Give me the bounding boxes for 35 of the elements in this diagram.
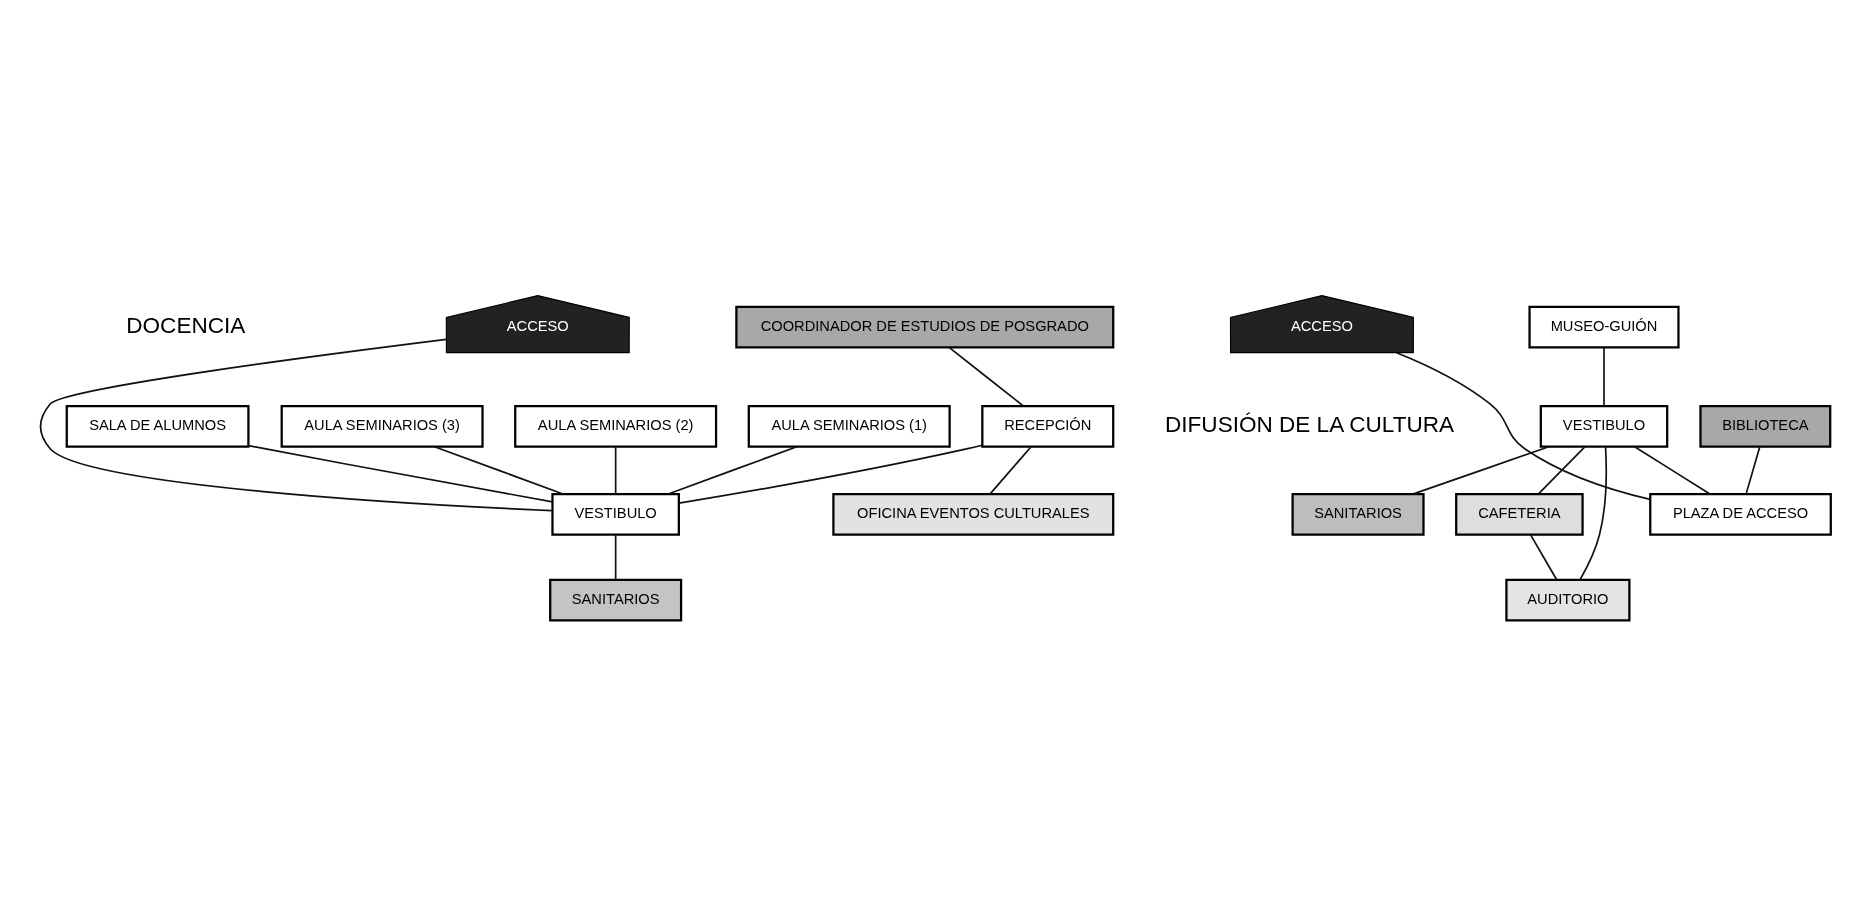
node-box: MUSEO-GUIÓN — [1528, 305, 1680, 349]
node-box: AUDITORIO — [1505, 578, 1631, 622]
connector — [1603, 347, 1605, 407]
node-box: BIBLIOTECA — [1699, 404, 1832, 448]
label: DIFUSIÓN DE LA CULTURA — [1165, 412, 1455, 438]
connector — [989, 446, 1032, 495]
connector — [667, 445, 798, 495]
connector — [614, 534, 617, 581]
node-box: AULA SEMINARIOS (1) — [747, 404, 951, 448]
node-box: SANITARIOS — [549, 578, 683, 622]
node-box: VESTIBULO — [551, 492, 680, 536]
connector — [1395, 351, 1651, 501]
connector — [247, 444, 554, 503]
node-box: CAFETERIA — [1455, 492, 1584, 536]
connector — [1412, 445, 1550, 495]
connector — [678, 444, 984, 504]
node-box: SANITARIOS — [1291, 492, 1425, 536]
node-box: RECEPCIÓN — [981, 404, 1115, 448]
connector — [1579, 445, 1608, 581]
connector — [1529, 534, 1558, 581]
node-box: SALA DE ALUMNOS — [65, 404, 250, 448]
connector — [1633, 445, 1711, 495]
connector — [948, 346, 1025, 407]
node-box: OFICINA EVENTOS CULTURALES — [832, 492, 1115, 536]
node-box: AULA SEMINARIOS (3) — [280, 404, 484, 448]
connector — [614, 446, 617, 495]
connector — [39, 338, 553, 512]
node-box: COORDINADOR DE ESTUDIOS DE POSGRADO — [735, 305, 1115, 349]
node-box: PLAZA DE ACCESO — [1649, 492, 1832, 536]
label: DOCENCIA — [126, 312, 246, 338]
connector — [1537, 446, 1586, 495]
connector — [1745, 446, 1761, 495]
node-box: VESTIBULO — [1539, 404, 1669, 448]
node-box: AULA SEMINARIOS (2) — [514, 404, 718, 448]
connector — [433, 445, 564, 495]
